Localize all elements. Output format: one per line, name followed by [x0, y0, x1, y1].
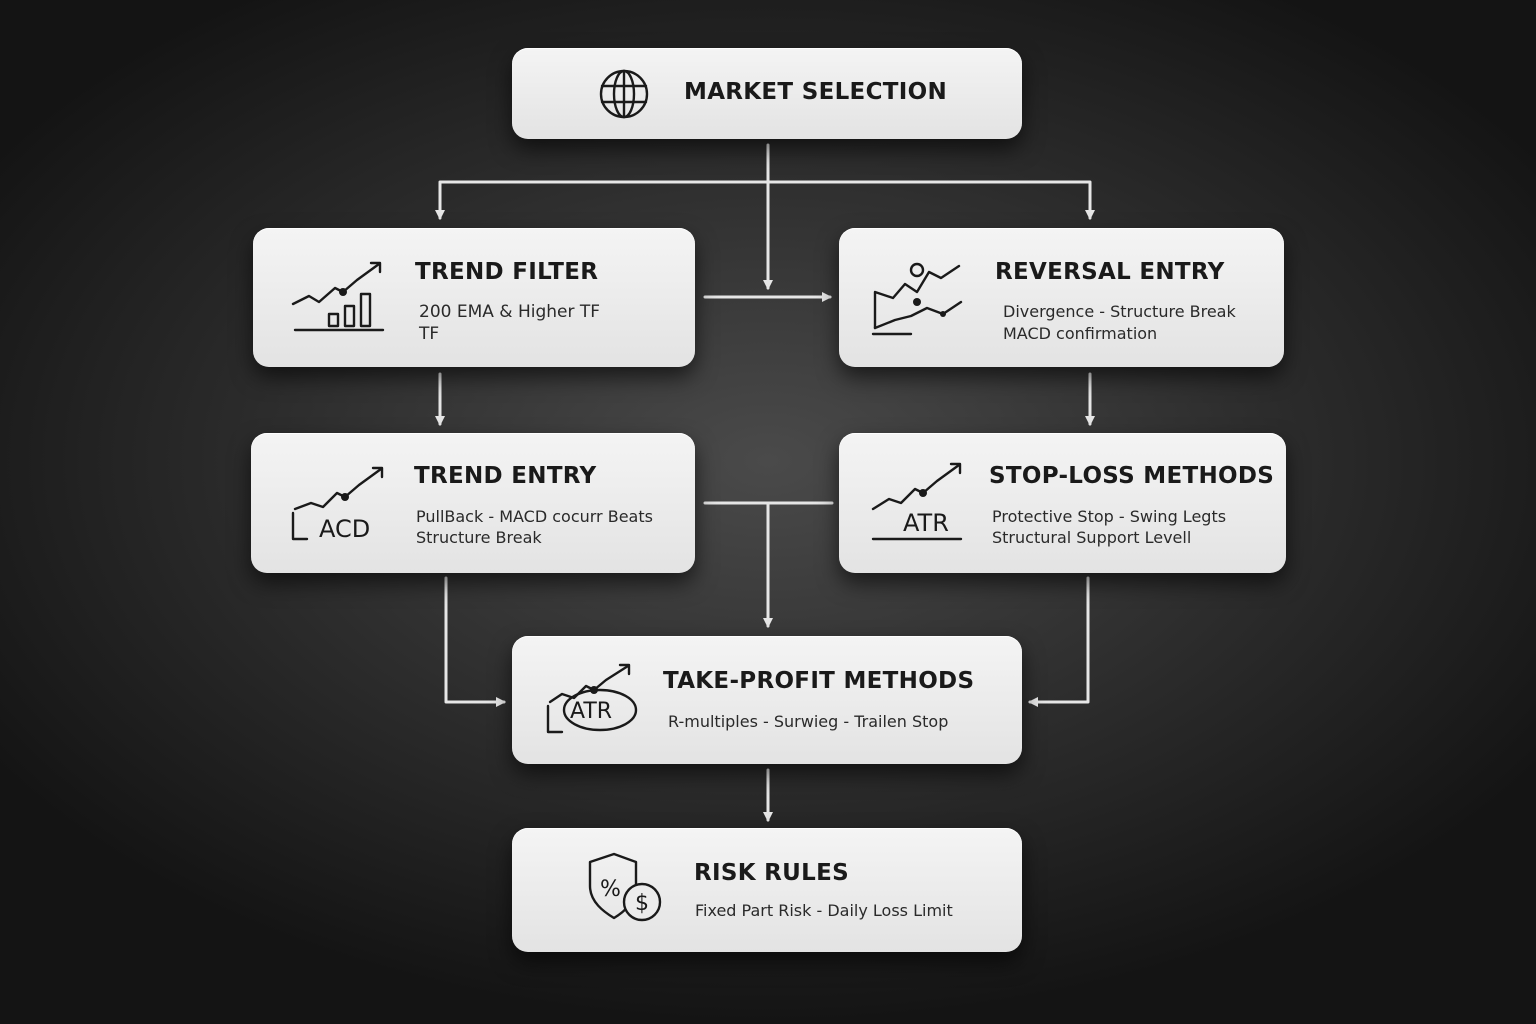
take-profit-line-1: R-multiples - Surwieg - Trailen Stop: [668, 712, 949, 731]
reversal-entry-line-2: MACD confirmation: [1003, 324, 1158, 343]
atr-target-icon: ATR: [546, 662, 642, 740]
risk-rules-line-1: Fixed Part Risk - Daily Loss Limit: [695, 901, 953, 920]
trend-entry-line-2: Structure Break: [416, 528, 542, 547]
risk-rules-title: RISK RULES: [694, 860, 849, 886]
trend-entry-icon-label: ACD: [319, 515, 370, 543]
trend-chart-icon: ACD: [289, 463, 389, 545]
trend-filter-title: TREND FILTER: [415, 259, 599, 285]
risk-icon-label-1: %: [600, 877, 621, 902]
connector-trend-entry-to-take-profit: [444, 576, 506, 707]
globe-icon: [598, 68, 650, 120]
trend-entry-title: TREND ENTRY: [414, 463, 597, 489]
reversal-entry-line-1: Divergence - Structure Break: [1003, 302, 1236, 321]
node-market-selection: MARKET SELECTION: [512, 48, 1022, 139]
node-trend-entry: ACD TREND ENTRY PullBack - MACD cocurr B…: [251, 433, 695, 573]
connector-stop-loss-to-take-profit: [1028, 576, 1090, 707]
reversal-chart-icon: [871, 258, 971, 338]
market-selection-title: MARKET SELECTION: [684, 79, 947, 105]
connector-market-to-trend-filter: [435, 143, 770, 220]
stop-loss-line-1: Protective Stop - Swing Legts: [992, 507, 1227, 526]
take-profit-title: TAKE-PROFIT METHODS: [663, 668, 975, 694]
shield-percent-dollar-icon: % $: [584, 850, 668, 928]
node-risk-rules: % $ RISK RULES Fixed Part Risk - Daily L…: [512, 828, 1022, 952]
stop-loss-line-2: Structural Support Levell: [992, 528, 1192, 547]
node-reversal-entry: REVERSAL ENTRY Divergence - Structure Br…: [839, 228, 1284, 367]
take-profit-icon-label: ATR: [570, 699, 612, 724]
stop-loss-title: STOP-LOSS METHODS: [989, 463, 1275, 489]
risk-icon-label-2: $: [635, 891, 649, 916]
stop-loss-icon-label: ATR: [903, 509, 949, 537]
node-trend-filter: TREND FILTER 200 EMA & Higher TF TF: [253, 228, 695, 367]
trend-filter-line-1: 200 EMA & Higher TF: [419, 302, 601, 322]
node-stop-loss: ATR STOP-LOSS METHODS Protective Stop - …: [839, 433, 1286, 573]
connector-market-to-reversal: [766, 180, 1095, 220]
bar-chart-trend-icon: [291, 258, 387, 332]
atr-chart-icon: ATR: [869, 461, 969, 543]
trend-entry-line-1: PullBack - MACD cocurr Beats: [416, 507, 653, 526]
reversal-entry-title: REVERSAL ENTRY: [995, 259, 1225, 285]
node-take-profit: ATR TAKE-PROFIT METHODS R-multiples - Su…: [512, 636, 1022, 764]
trend-filter-line-2: TF: [419, 324, 440, 344]
